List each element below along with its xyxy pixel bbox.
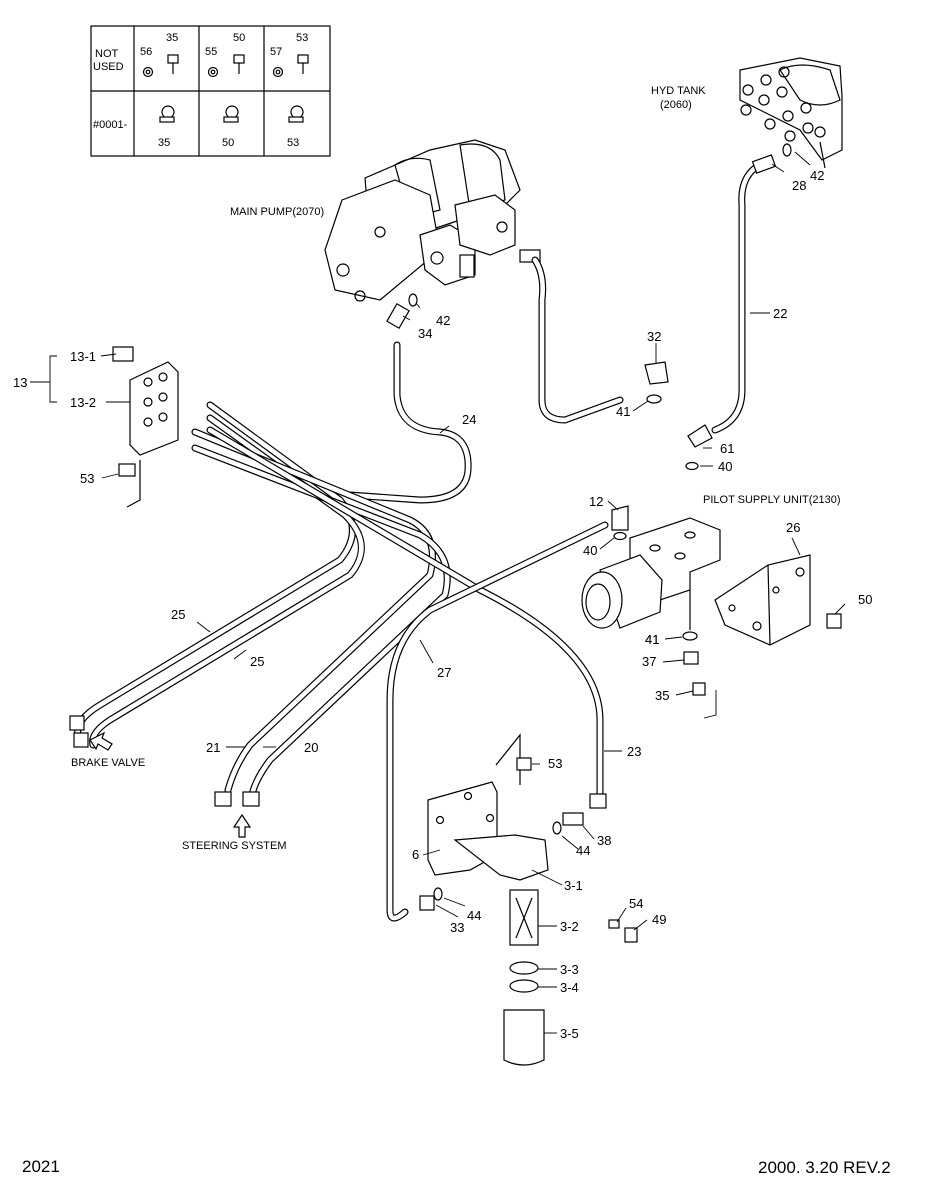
pilot-supply-label: PILOT SUPPLY UNIT(2130)	[703, 494, 841, 506]
hose-ends	[69, 715, 607, 809]
fitting-40	[685, 461, 699, 471]
bolt-icon	[167, 54, 179, 74]
callout-37: 37	[642, 654, 656, 669]
callout-34: 34	[418, 326, 432, 341]
fitting-40b	[613, 531, 627, 541]
bracket-26	[714, 554, 842, 646]
callout-13-1: 13-1	[70, 349, 96, 364]
callout-3-5: 3-5	[560, 1026, 579, 1041]
callout-33: 33	[450, 920, 464, 935]
callout-53b: 53	[548, 756, 562, 771]
manifold-13	[112, 346, 179, 508]
fitting-41	[646, 394, 662, 404]
callout-53: 53	[80, 471, 94, 486]
callout-6: 6	[412, 847, 419, 862]
callouts: 13 13-1 13-2 53 12 40 41 32 41 61 40 22 …	[13, 168, 872, 1041]
callout-12: 12	[589, 494, 603, 509]
callout-54: 54	[629, 896, 643, 911]
callout-32: 32	[647, 329, 661, 344]
callout-3-4: 3-4	[560, 980, 579, 995]
hyd-tank-sub-label: (2060)	[660, 99, 692, 111]
steering-system-label: STEERING SYSTEM	[182, 840, 287, 852]
flange-bolt-icon	[288, 105, 304, 123]
leader-lines	[30, 151, 846, 1034]
callout-13-2: 13-2	[70, 395, 96, 410]
callout-21: 21	[206, 740, 220, 755]
callout-25: 25	[171, 607, 185, 622]
hoses	[74, 164, 759, 922]
callout-49: 49	[652, 912, 666, 927]
main-pump	[324, 139, 541, 302]
callout-3-3: 3-3	[560, 962, 579, 977]
callout-41b: 41	[645, 632, 659, 647]
flange-bolt-icon	[223, 105, 239, 123]
table-cell-label: 56	[140, 46, 152, 58]
nut-icon	[272, 66, 284, 78]
callout-42: 42	[810, 168, 824, 183]
fitting-32	[644, 361, 669, 385]
flange-bolt-icon	[159, 105, 175, 123]
callout-50: 50	[858, 592, 872, 607]
table-cell-label: 35	[158, 137, 170, 149]
callout-42b: 42	[436, 313, 450, 328]
fitting-12	[611, 505, 629, 531]
nut-icon	[142, 66, 154, 78]
brake-valve-label: BRAKE VALVE	[71, 757, 145, 769]
fitting-42	[782, 143, 792, 157]
callout-3-2: 3-2	[560, 919, 579, 934]
revision-date: 2000. 3.20 REV.2	[758, 1158, 891, 1177]
callout-23: 23	[627, 744, 641, 759]
table-cell-label: 55	[205, 46, 217, 58]
callout-20: 20	[304, 740, 318, 755]
callout-44b: 44	[467, 908, 481, 923]
table-cell-label: 53	[287, 137, 299, 149]
table-cell-label: 35	[166, 32, 178, 44]
callout-28: 28	[792, 178, 806, 193]
callout-40: 40	[583, 543, 597, 558]
callout-3-1: 3-1	[564, 878, 583, 893]
table-cell-label: 50	[222, 137, 234, 149]
callout-61: 61	[720, 441, 734, 456]
callout-26: 26	[786, 520, 800, 535]
fitting-28	[751, 154, 777, 174]
fitting-34	[386, 303, 410, 329]
table-cell-label: 53	[296, 32, 308, 44]
table-cell-label: 50	[233, 32, 245, 44]
callout-44: 44	[576, 843, 590, 858]
bolt-icon	[297, 54, 309, 74]
table-cell-label: 57	[270, 46, 282, 58]
callout-25b: 25	[250, 654, 264, 669]
callout-13: 13	[13, 375, 27, 390]
hyd-tank	[739, 57, 843, 169]
arrow-up-icon	[232, 813, 252, 838]
callout-35: 35	[655, 688, 669, 703]
arrow-icon	[89, 731, 113, 751]
hyd-tank-label: HYD TANK	[651, 85, 706, 97]
filter-assembly	[419, 733, 638, 1066]
fitting-42b	[408, 293, 418, 307]
callout-22: 22	[773, 306, 787, 321]
fitting-61	[687, 424, 713, 448]
main-pump-label: MAIN PUMP(2070)	[230, 206, 324, 218]
nut-icon	[207, 66, 219, 78]
callout-24: 24	[462, 412, 476, 427]
pilot-supply-unit	[581, 517, 721, 696]
fittings	[386, 143, 792, 541]
callout-41c: 41	[645, 632, 659, 647]
bolt-icon	[233, 54, 245, 74]
table-header-serial: #0001-	[93, 119, 128, 131]
page-number: 2021	[22, 1157, 60, 1176]
callout-27: 27	[437, 665, 451, 680]
callout-40b: 40	[718, 459, 732, 474]
callout-41: 41	[616, 404, 630, 419]
callout-38: 38	[597, 833, 611, 848]
